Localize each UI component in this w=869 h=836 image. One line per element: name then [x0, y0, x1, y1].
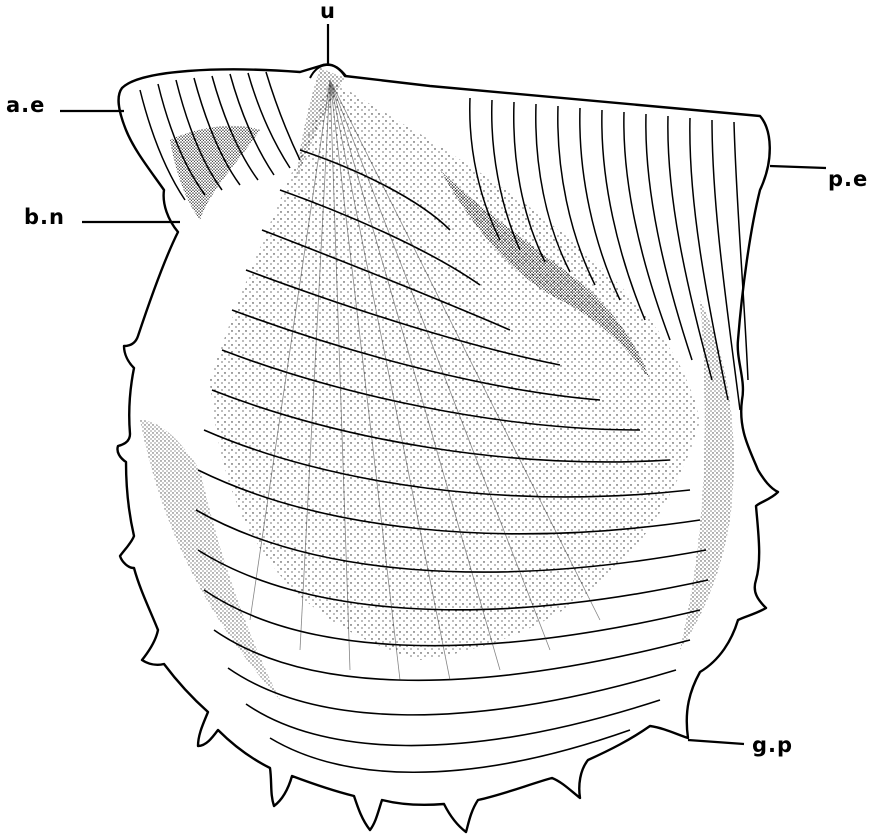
label-growth-process: g.p: [752, 733, 793, 757]
label-umbo: u: [320, 0, 336, 23]
leader-growth-process: [688, 740, 744, 744]
leader-posterior-ear: [770, 166, 826, 168]
label-posterior-ear: p.e: [828, 167, 868, 191]
label-byssal-notch: b.n: [24, 205, 65, 229]
label-anterior-ear: a.e: [6, 93, 45, 117]
